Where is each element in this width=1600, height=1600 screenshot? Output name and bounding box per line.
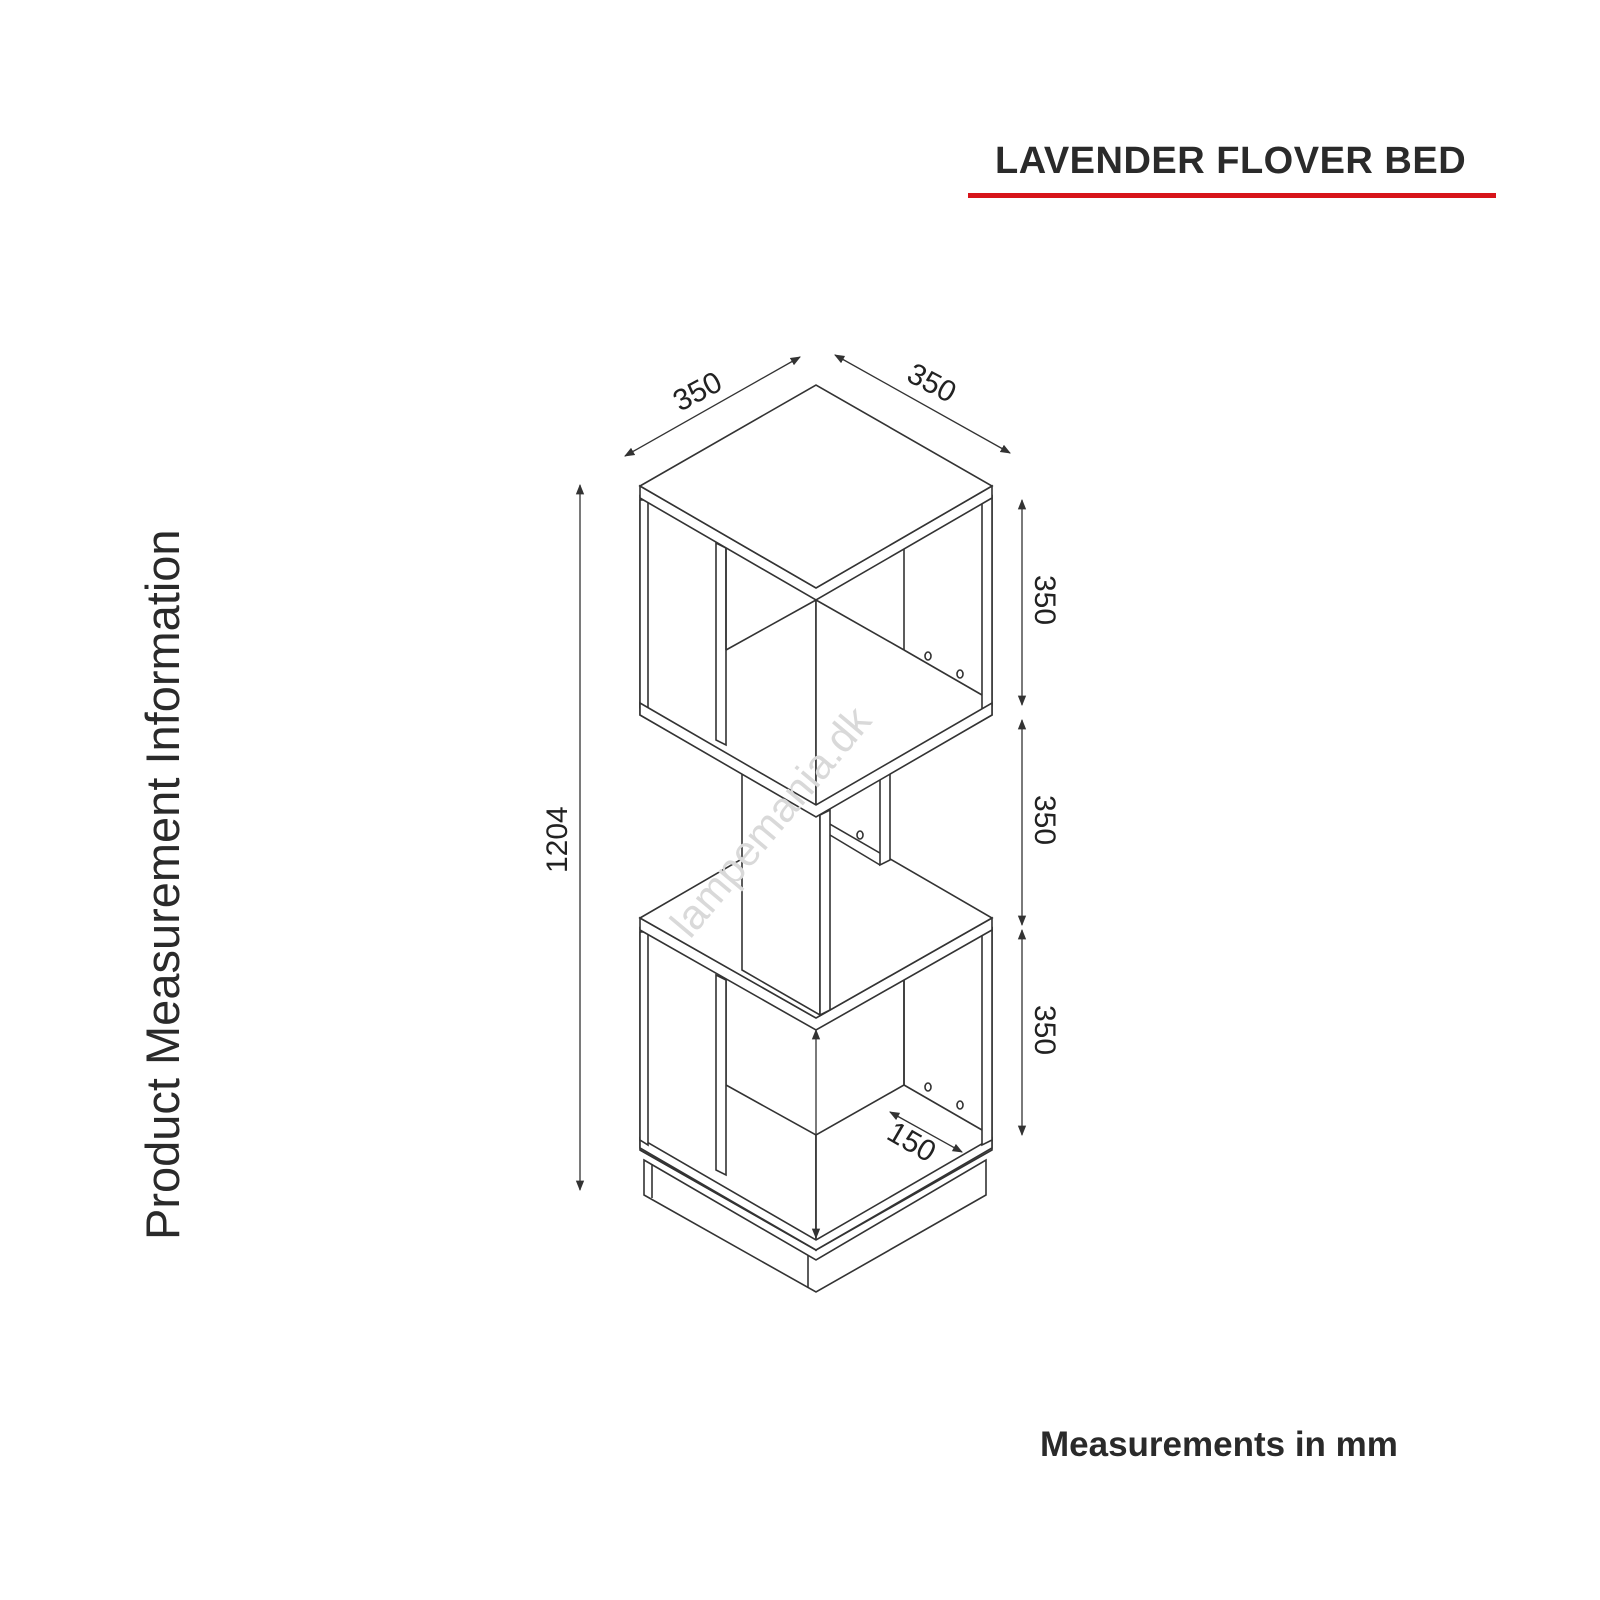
units-note: Measurements in mm [1040, 1425, 1398, 1464]
dim-width: 350 [902, 357, 962, 410]
dim-tier-middle: 350 [1028, 795, 1061, 845]
title-underline [968, 193, 1496, 198]
product-title: LAVENDER FLOVER BED [995, 140, 1467, 182]
dim-tier-top: 350 [1028, 575, 1061, 625]
dim-line-depth [624, 356, 801, 457]
dim-tier-bottom: 350 [1028, 1005, 1061, 1055]
base-plinth [643, 1158, 987, 1293]
dim-line-offset [889, 1111, 963, 1153]
dim-depth: 350 [668, 366, 728, 419]
dim-total-height: 1204 [541, 806, 574, 873]
dim-line-width [834, 354, 1011, 454]
